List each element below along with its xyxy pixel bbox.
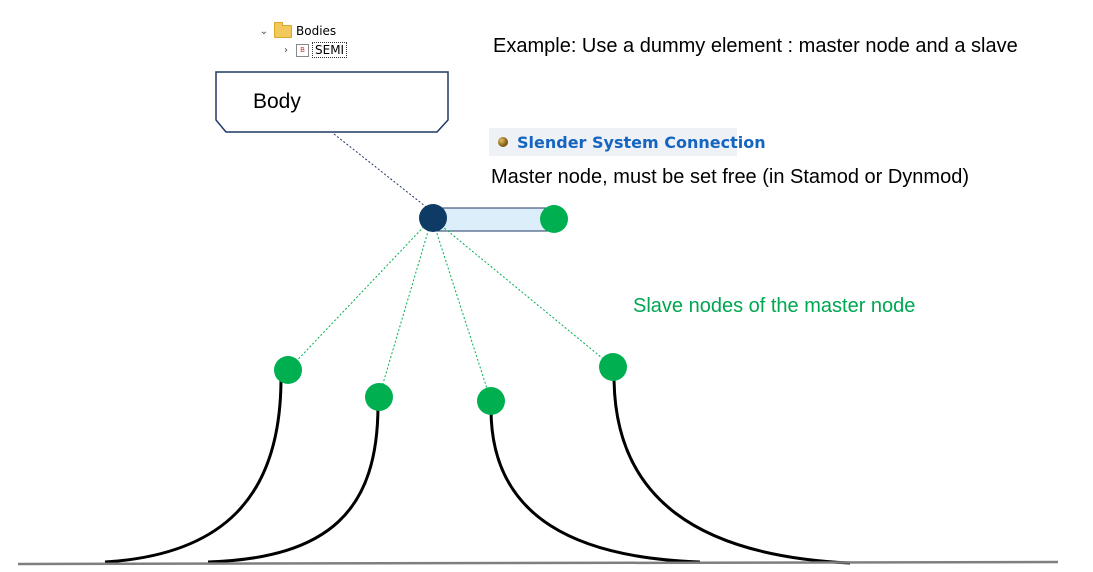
master-node — [419, 204, 447, 232]
slave-node-4 — [599, 353, 627, 381]
slave-node-2 — [365, 383, 393, 411]
chevron-right-icon[interactable]: › — [284, 44, 288, 56]
slave-link-3 — [431, 217, 492, 402]
riser-line-2 — [207, 404, 380, 564]
tree-folder-bodies[interactable]: ⌄ Bodies — [258, 21, 337, 38]
connection-label: Slender System Connection — [517, 133, 766, 152]
slave-node-dummy — [540, 205, 568, 233]
tree-item-label: SEMI — [312, 42, 348, 58]
body-master-link — [333, 133, 431, 211]
body-file-icon: B — [296, 43, 309, 57]
riser-line-1 — [104, 377, 283, 564]
riser-line-3 — [489, 408, 701, 564]
tree-item-semi[interactable]: › B SEMI — [280, 42, 348, 58]
connection-badge — [489, 128, 737, 156]
riser-line-4 — [612, 375, 851, 565]
seabed-line — [17, 560, 1059, 566]
diagram-title: Example: Use a dummy element : master no… — [493, 35, 1018, 57]
sphere-icon — [498, 137, 508, 147]
slave-link-4 — [431, 217, 614, 368]
slave-node-1 — [274, 356, 302, 384]
master-node-label: Master node, must be set free (in Stamod… — [491, 166, 969, 188]
chevron-down-icon[interactable]: ⌄ — [259, 25, 269, 37]
dummy-element — [433, 207, 555, 232]
slave-link-2 — [378, 217, 433, 398]
body-label: Body — [253, 90, 301, 113]
slave-nodes-label: Slave nodes of the master node — [633, 295, 916, 317]
slave-link-1 — [287, 217, 433, 371]
body-box — [215, 71, 449, 133]
tree-folder-label: Bodies — [296, 24, 337, 38]
slave-node-3 — [477, 387, 505, 415]
folder-icon — [274, 21, 292, 38]
